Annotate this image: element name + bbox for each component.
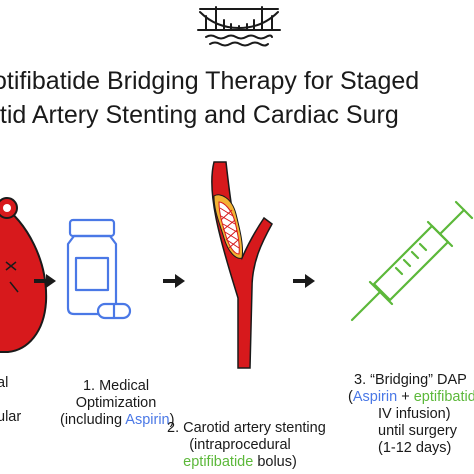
title-line-2: otid Artery Stenting and Cardiac Surg — [0, 101, 399, 129]
syringe-icon — [350, 196, 474, 324]
stented-carotid-artery-icon — [202, 158, 276, 374]
arrow-right-icon — [163, 274, 185, 288]
step3-label-line4: until surgery — [378, 423, 457, 439]
bridge-icon — [196, 4, 282, 50]
step1-label-line3: (including Aspirin) — [60, 412, 175, 428]
step3-label-line5: (1-12 days) — [378, 440, 452, 456]
aspirin-text: Aspirin — [352, 389, 398, 405]
step0-label-line2: ular — [0, 409, 22, 425]
aspirin-text: Aspirin — [125, 412, 170, 428]
step2-label-line2: (intraprocedural — [189, 437, 291, 453]
step1-label-line1: 1. Medical — [82, 378, 150, 394]
step1-label-line2: Optimization — [75, 395, 157, 411]
step3-label-line3: IV infusion) — [378, 406, 451, 422]
step3-label-line1: 3. “Bridging” DAP — [354, 372, 467, 388]
step3-label-line2: (Aspirin + eptifibatid — [348, 389, 474, 405]
eptifibatide-text: eptifibatid — [413, 389, 474, 405]
step2-label-line1: 2. Carotid artery stenting — [167, 420, 326, 436]
step0-label-line1: al — [0, 375, 9, 391]
arrow-right-icon — [293, 274, 315, 288]
step2-label-line3: eptifibatide bolus) — [183, 454, 297, 470]
step2-label: 2. Carotid artery stenting (intraprocedu… — [167, 420, 326, 471]
step3-label: 3. “Bridging” DAP (Aspirin + eptifibatid… — [348, 372, 474, 457]
title-line-1: otifibatide Bridging Therapy for Staged — [0, 67, 420, 95]
eptifibatide-text: eptifibatide — [183, 454, 254, 470]
pill-bottle-icon — [62, 216, 138, 326]
arrow-right-icon — [34, 274, 56, 288]
step1-label: 1. Medical Optimization (including Aspir… — [60, 378, 175, 429]
heart-icon — [0, 192, 56, 354]
